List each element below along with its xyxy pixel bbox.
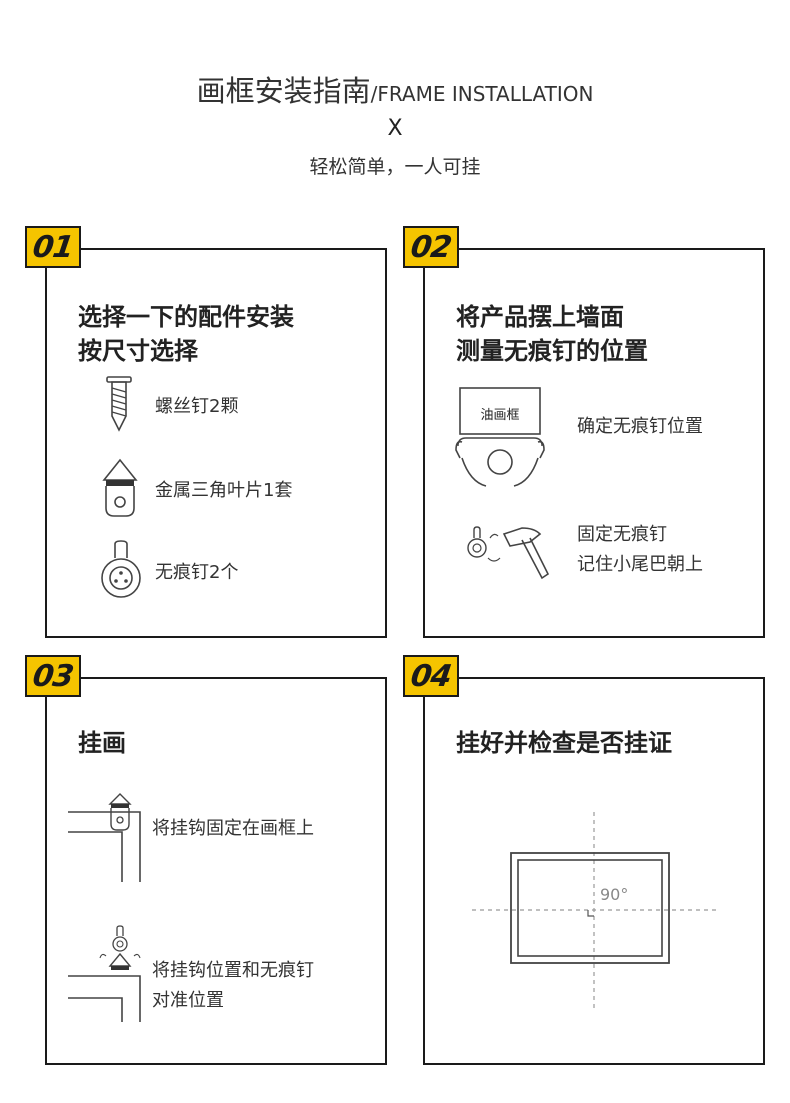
step-number: 02	[408, 229, 454, 265]
traceless-nail-icon	[101, 540, 141, 598]
level-check-diagram	[472, 812, 716, 1008]
step-badge-01: 01	[25, 226, 81, 268]
list-item: 金属三角叶片1套	[155, 480, 293, 501]
list-item: 无痕钉2个	[155, 562, 239, 583]
step-number: 03	[30, 658, 76, 694]
person-holding-frame-icon	[455, 387, 545, 487]
step-badge-04: 04	[403, 655, 459, 697]
step-title-line: 挂画	[78, 729, 126, 757]
step-title: 将产品摆上墙面 测量无痕钉的位置	[456, 300, 648, 368]
step-card-02	[423, 248, 765, 638]
list-item: 螺丝钉2颗	[155, 396, 239, 417]
step-title-line: 选择一下的配件安装	[78, 303, 294, 331]
step-badge-03: 03	[25, 655, 81, 697]
title-cn: 画框安装指南	[196, 74, 371, 108]
list-item: 固定无痕钉	[577, 524, 667, 545]
step-card-03	[45, 677, 387, 1065]
frame-label: 油画框	[480, 408, 520, 423]
page-title: 画框安装指南/FRAME INSTALLATION	[0, 68, 790, 110]
step-title: 挂好并检查是否挂证	[456, 726, 672, 760]
title-en: /FRAME INSTALLATION	[370, 82, 594, 106]
frame-corner-hanger-icon	[68, 793, 141, 882]
step-badge-02: 02	[403, 226, 459, 268]
screw-icon	[106, 376, 132, 432]
step-number: 04	[408, 658, 454, 694]
list-item: 将挂钩固定在画框上	[152, 818, 314, 839]
step-title-line: 测量无痕钉的位置	[456, 337, 648, 365]
step-title-line: 将产品摆上墙面	[456, 303, 624, 331]
step-title-line: 挂好并检查是否挂证	[456, 729, 672, 757]
list-item: 将挂钩位置和无痕钉	[152, 960, 314, 981]
hanger-align-icon	[68, 925, 141, 1022]
hammer-nail-icon	[467, 526, 550, 580]
angle-label: 90°	[600, 885, 629, 904]
list-item: 确定无痕钉位置	[577, 416, 703, 437]
step-number: 01	[30, 229, 76, 265]
list-item: 记住小尾巴朝上	[577, 554, 703, 575]
list-item: 对准位置	[152, 990, 224, 1011]
step-title: 选择一下的配件安装 按尺寸选择	[78, 300, 294, 368]
step-title-line: 按尺寸选择	[78, 337, 198, 365]
triangle-hanger-icon	[102, 458, 138, 517]
subtitle: 轻松简单，一人可挂	[309, 156, 481, 178]
step-title: 挂画	[78, 726, 126, 760]
cross-mark: X	[387, 116, 403, 141]
